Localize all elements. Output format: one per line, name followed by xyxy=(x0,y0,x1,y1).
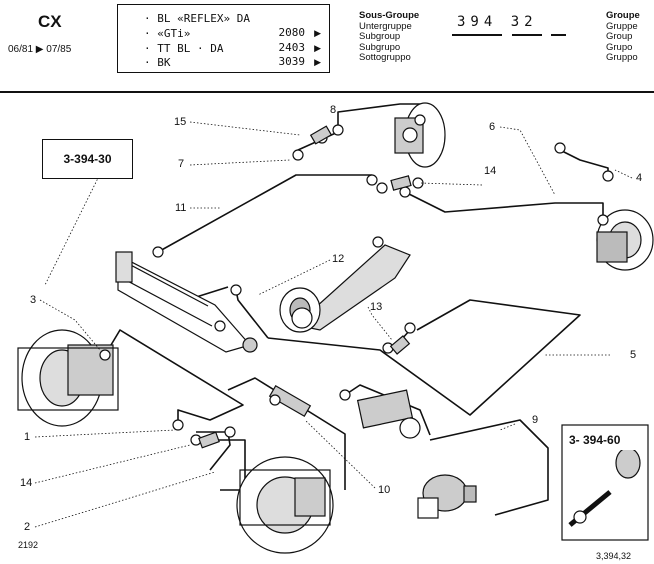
callout-8: 8 xyxy=(330,104,337,116)
group-label-de: Gruppe xyxy=(606,20,638,32)
callout-1: 1 xyxy=(24,431,31,443)
version-code-4: 3039 xyxy=(278,55,306,68)
pipe-6 xyxy=(404,191,604,218)
callout-14-top: 14 xyxy=(484,165,497,177)
tool-label-3-394-30: 3-394-30 xyxy=(42,139,133,179)
model-title: CX xyxy=(38,12,62,31)
subgroup-labels: Sous-Groupe Untergruppe Subgroup Subgrup… xyxy=(359,10,420,64)
header-separator xyxy=(0,91,654,93)
brake-compensator xyxy=(356,389,421,439)
callout-4: 4 xyxy=(636,172,643,184)
production-dates: 06/81 ▶ 07/85 xyxy=(8,44,72,55)
reference-underline xyxy=(512,34,542,36)
pipe-1 xyxy=(196,431,231,471)
group-label-it: Gruppo xyxy=(606,52,638,63)
callout-13: 13 xyxy=(370,301,383,313)
version-line-2: · «GTi» xyxy=(144,27,191,40)
reference-underline xyxy=(551,34,566,36)
rear-left-disc xyxy=(236,456,334,554)
limiter-valve xyxy=(268,384,312,418)
footer-code-left: 2192 xyxy=(18,540,39,550)
pipe-unions xyxy=(198,125,412,449)
callout-3: 3 xyxy=(30,294,37,306)
callout-11: 11 xyxy=(175,202,187,214)
callout-12: 12 xyxy=(332,253,345,265)
reference-underline xyxy=(452,34,502,36)
group-labels: Groupe Gruppe Group Grupo Gruppo xyxy=(606,10,640,64)
arrow-right-icon: ▶ xyxy=(314,28,321,38)
callout-9: 9 xyxy=(532,414,539,426)
version-line-1: · BL «REFLEX» DA xyxy=(144,12,250,25)
pipe-11 xyxy=(157,174,373,253)
tool-label-3-394-60: 3- 394-60 xyxy=(569,430,647,450)
version-line-3: · TT BL · DA xyxy=(144,42,224,55)
callout-15: 15 xyxy=(174,116,187,128)
front-left-disc xyxy=(17,329,119,427)
subgroup-label-it: Sottogruppo xyxy=(359,52,411,63)
pipe-5 xyxy=(267,299,581,416)
callout-14-bottom: 14 xyxy=(20,477,33,489)
pipe-9 xyxy=(429,419,549,516)
master-cylinder xyxy=(115,251,258,353)
callout-6: 6 xyxy=(489,121,496,133)
pipe-master-rear xyxy=(235,289,269,339)
group-label-es: Grupo xyxy=(606,41,633,53)
group-label-fr: Groupe xyxy=(606,10,640,21)
callout-5: 5 xyxy=(630,349,637,361)
version-code-2: 2080 xyxy=(278,26,306,39)
pipe-3 xyxy=(104,329,244,425)
leader-lines xyxy=(34,121,633,528)
pressure-regulator xyxy=(417,474,477,519)
version-code-3: 2403 xyxy=(278,41,306,54)
subgroup-label-es: Subgrupo xyxy=(359,41,401,53)
arrow-right-icon: ▶ xyxy=(314,43,321,53)
subgroup-label-de: Untergruppe xyxy=(359,20,412,32)
pipe-connectors xyxy=(99,114,614,446)
tool-3-394-60-drawing xyxy=(561,424,649,541)
callout-2: 2 xyxy=(24,521,31,533)
footer-code-right: 3,394,32 xyxy=(596,551,632,561)
pipe-2 xyxy=(215,439,246,491)
callout-10: 10 xyxy=(378,484,391,496)
rear-right-disc xyxy=(596,209,654,271)
callout-7: 7 xyxy=(178,158,185,170)
pipe-4 xyxy=(559,149,609,176)
front-right-disc xyxy=(394,102,446,168)
group-label-en: Group xyxy=(606,31,633,42)
subgroup-label-fr: Sous-Groupe xyxy=(359,10,420,21)
brake-servo xyxy=(279,244,411,333)
arrow-right-icon: ▶ xyxy=(314,57,321,67)
version-box: · BL «REFLEX» DA · «GTi» 2080 ▶ · TT BL … xyxy=(117,4,330,73)
subgroup-label-en: Subgroup xyxy=(359,31,401,42)
version-line-4: · BK xyxy=(144,56,171,69)
reference-number: 394 32 xyxy=(457,14,538,30)
